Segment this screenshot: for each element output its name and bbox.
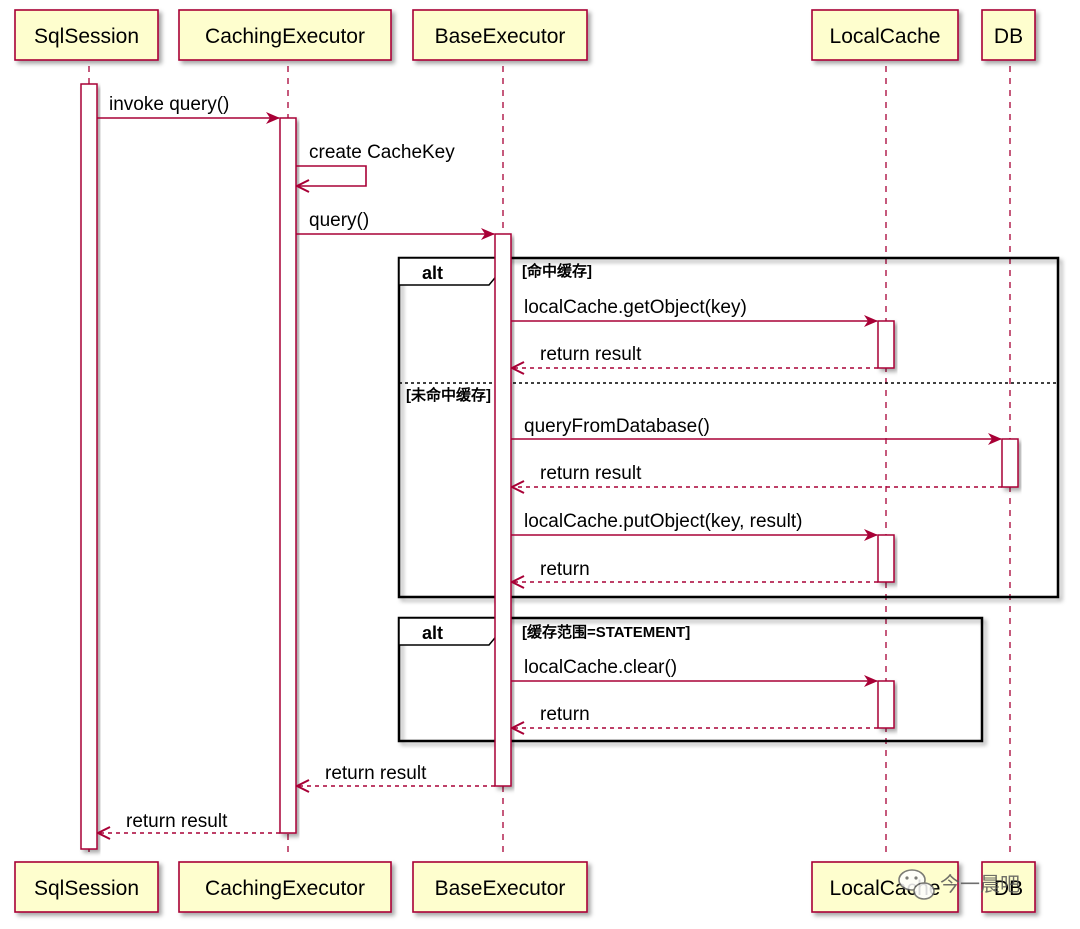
message-label: localCache.clear() bbox=[524, 657, 677, 678]
message-label: return bbox=[540, 704, 590, 725]
participant-sqlsession-bottom: SqlSession bbox=[14, 861, 159, 913]
participant-label: SqlSession bbox=[34, 25, 139, 48]
fragment-tab bbox=[398, 257, 500, 286]
activation-db bbox=[1001, 438, 1019, 488]
message-label: localCache.putObject(key, result) bbox=[524, 511, 802, 532]
participant-baseexecutor-bottom: BaseExecutor bbox=[412, 861, 588, 913]
fragment-alt2: alt [缓存范围=STATEMENT] bbox=[397, 616, 984, 743]
wechat-icon bbox=[898, 869, 935, 900]
participant-cachingexecutor: CachingExecutor bbox=[178, 9, 392, 61]
fragment-guard: [命中缓存] bbox=[522, 262, 592, 280]
messages: invoke query() create CacheKey query() l… bbox=[97, 94, 1002, 833]
participants-bottom: SqlSession CachingExecutor BaseExecutor … bbox=[14, 861, 1036, 913]
fragment-guard: [缓存范围=STATEMENT] bbox=[522, 623, 690, 641]
activation-localcache-clear bbox=[877, 680, 895, 729]
message-label: query() bbox=[309, 210, 369, 231]
watermark: 今一晨吧 bbox=[898, 869, 1020, 900]
participant-label: DB bbox=[994, 25, 1023, 48]
participant-label: LocalCache bbox=[830, 25, 941, 48]
message-label: return result bbox=[126, 811, 228, 832]
participants-top: SqlSession CachingExecutor BaseExecutor … bbox=[14, 9, 1036, 61]
activation-localcache-get bbox=[877, 320, 895, 369]
message-label: return result bbox=[540, 344, 642, 365]
activation-baseexecutor bbox=[494, 233, 512, 787]
fragment-keyword: alt bbox=[422, 263, 443, 283]
participant-label: SqlSession bbox=[34, 877, 139, 900]
participant-sqlsession: SqlSession bbox=[14, 9, 159, 61]
message-label: invoke query() bbox=[109, 94, 229, 115]
message-label: return result bbox=[540, 463, 642, 484]
activation-sqlsession bbox=[80, 83, 98, 850]
participant-label: CachingExecutor bbox=[205, 877, 365, 900]
message-label: return bbox=[540, 559, 590, 580]
fragment-box bbox=[397, 616, 984, 743]
activations bbox=[80, 83, 1019, 850]
participant-label: CachingExecutor bbox=[205, 25, 365, 48]
arrow-create-cachekey bbox=[296, 165, 367, 186]
participant-db: DB bbox=[981, 9, 1036, 61]
activation-localcache-put bbox=[877, 534, 895, 583]
lifelines bbox=[88, 66, 1011, 858]
fragment-else-guard: [未命中缓存] bbox=[406, 386, 491, 404]
message-label: create CacheKey bbox=[309, 142, 455, 163]
participant-label: BaseExecutor bbox=[435, 877, 566, 900]
message-label: localCache.getObject(key) bbox=[524, 297, 747, 318]
participant-localcache: LocalCache bbox=[811, 9, 959, 61]
message-label: return result bbox=[325, 763, 427, 784]
message-label: queryFromDatabase() bbox=[524, 416, 710, 437]
participant-cachingexecutor-bottom: CachingExecutor bbox=[178, 861, 392, 913]
participant-label: DB bbox=[994, 877, 1023, 900]
participant-localcache-bottom: LocalCache bbox=[811, 861, 959, 913]
participant-baseexecutor: BaseExecutor bbox=[412, 9, 588, 61]
participant-label: BaseExecutor bbox=[435, 25, 566, 48]
participant-db-bottom: DB bbox=[981, 861, 1036, 913]
watermark-text: 今一晨吧 bbox=[940, 873, 1020, 896]
fragment-keyword: alt bbox=[422, 623, 443, 643]
fragment-box bbox=[397, 256, 1060, 599]
activation-cachingexecutor bbox=[279, 117, 297, 834]
fragment-tab bbox=[398, 617, 500, 646]
